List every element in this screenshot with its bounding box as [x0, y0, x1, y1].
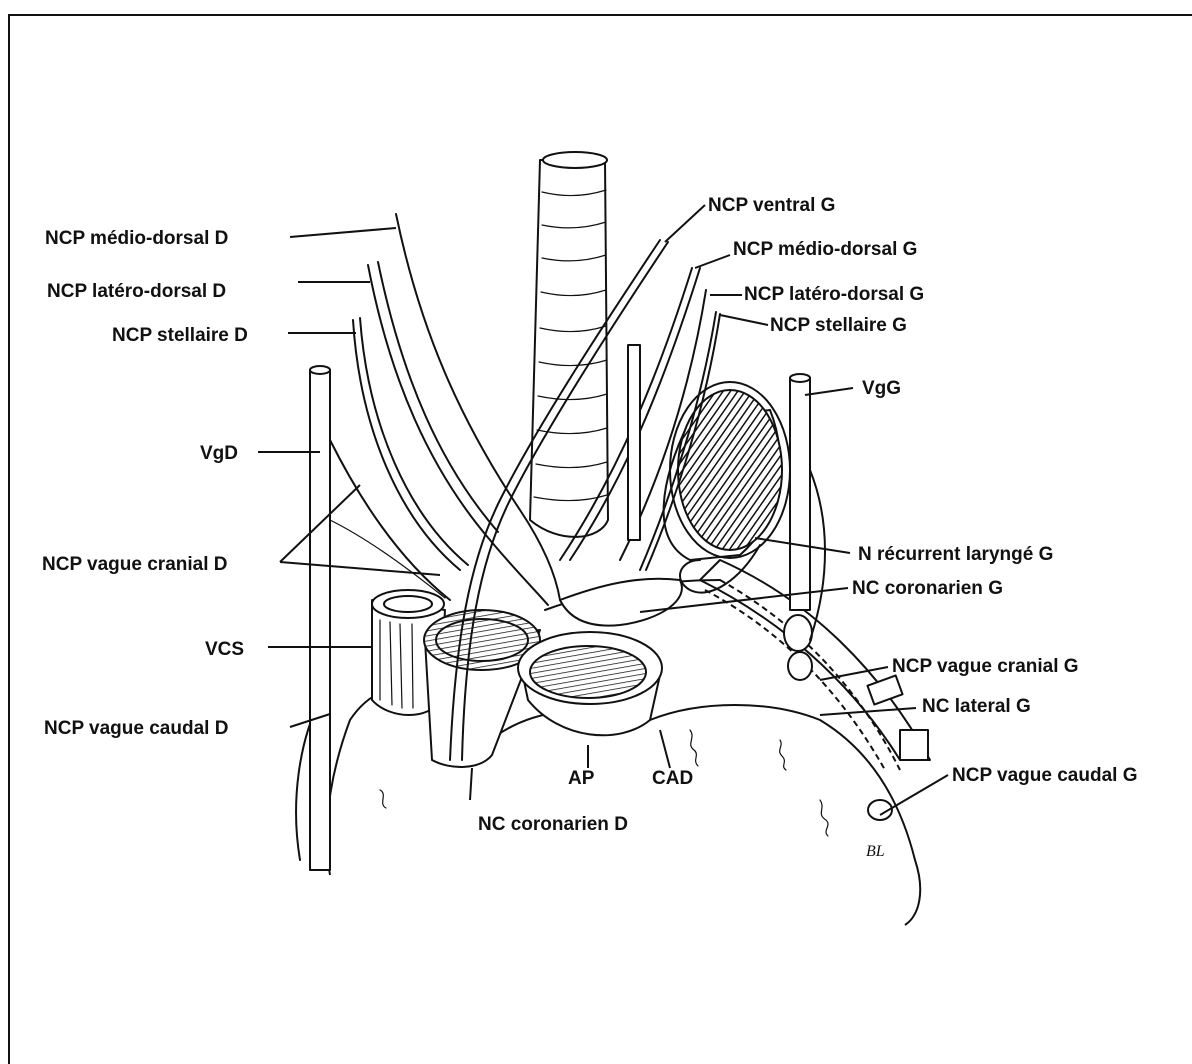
left-vagus-nerve [790, 374, 810, 610]
label-ncp-vague-caudal-d: NCP vague caudal D [44, 718, 228, 739]
ncp-latero-dorsal-d-nerve-2 [378, 262, 498, 532]
label-nc-lateral-g: NC lateral G [922, 696, 1031, 717]
ncp-vague-cranial-d-branch [330, 520, 445, 598]
label-ncp-stellaire-d: NCP stellaire D [112, 325, 248, 346]
right-vagus-nerve [310, 366, 330, 870]
label-cad: CAD [652, 768, 693, 789]
label-ncp-vague-caudal-g: NCP vague caudal G [952, 765, 1138, 786]
label-vgg: VgG [862, 378, 901, 399]
label-nc-coronarien-d: NC coronarien D [478, 814, 628, 835]
label-nc-coronarien-g: NC coronarien G [852, 578, 1003, 599]
label-ncp-ventral-g: NCP ventral G [708, 195, 835, 216]
ncp-latero-dorsal-d-nerve [368, 265, 548, 605]
label-ncp-stellaire-g: NCP stellaire G [770, 315, 907, 336]
label-vgd: VgD [200, 443, 238, 464]
label-ap: AP [568, 768, 595, 789]
label-ncp-latero-dorsal-g: NCP latéro-dorsal G [744, 284, 924, 305]
small-vessel-center [628, 345, 640, 540]
left-vagus-loop [810, 470, 825, 640]
label-ncp-medio-dorsal-g: NCP médio-dorsal G [733, 239, 917, 260]
label-ncp-vague-cranial-g: NCP vague cranial G [892, 656, 1079, 677]
ncp-vague-cranial-d-nerve [330, 440, 450, 600]
label-ncp-medio-dorsal-d: NCP médio-dorsal D [45, 228, 228, 249]
label-n-recurrent-larynge-g: N récurrent laryngé G [858, 544, 1053, 565]
label-ncp-latero-dorsal-d: NCP latéro-dorsal D [47, 281, 226, 302]
nc-coronarien-g-body [560, 579, 682, 626]
artist-signature: BL [866, 843, 885, 860]
trachea [530, 152, 608, 537]
label-ncp-vague-cranial-d: NCP vague cranial D [42, 554, 228, 575]
label-vcs: VCS [205, 639, 244, 660]
ncp-stellaire-d-nerve [353, 320, 460, 570]
